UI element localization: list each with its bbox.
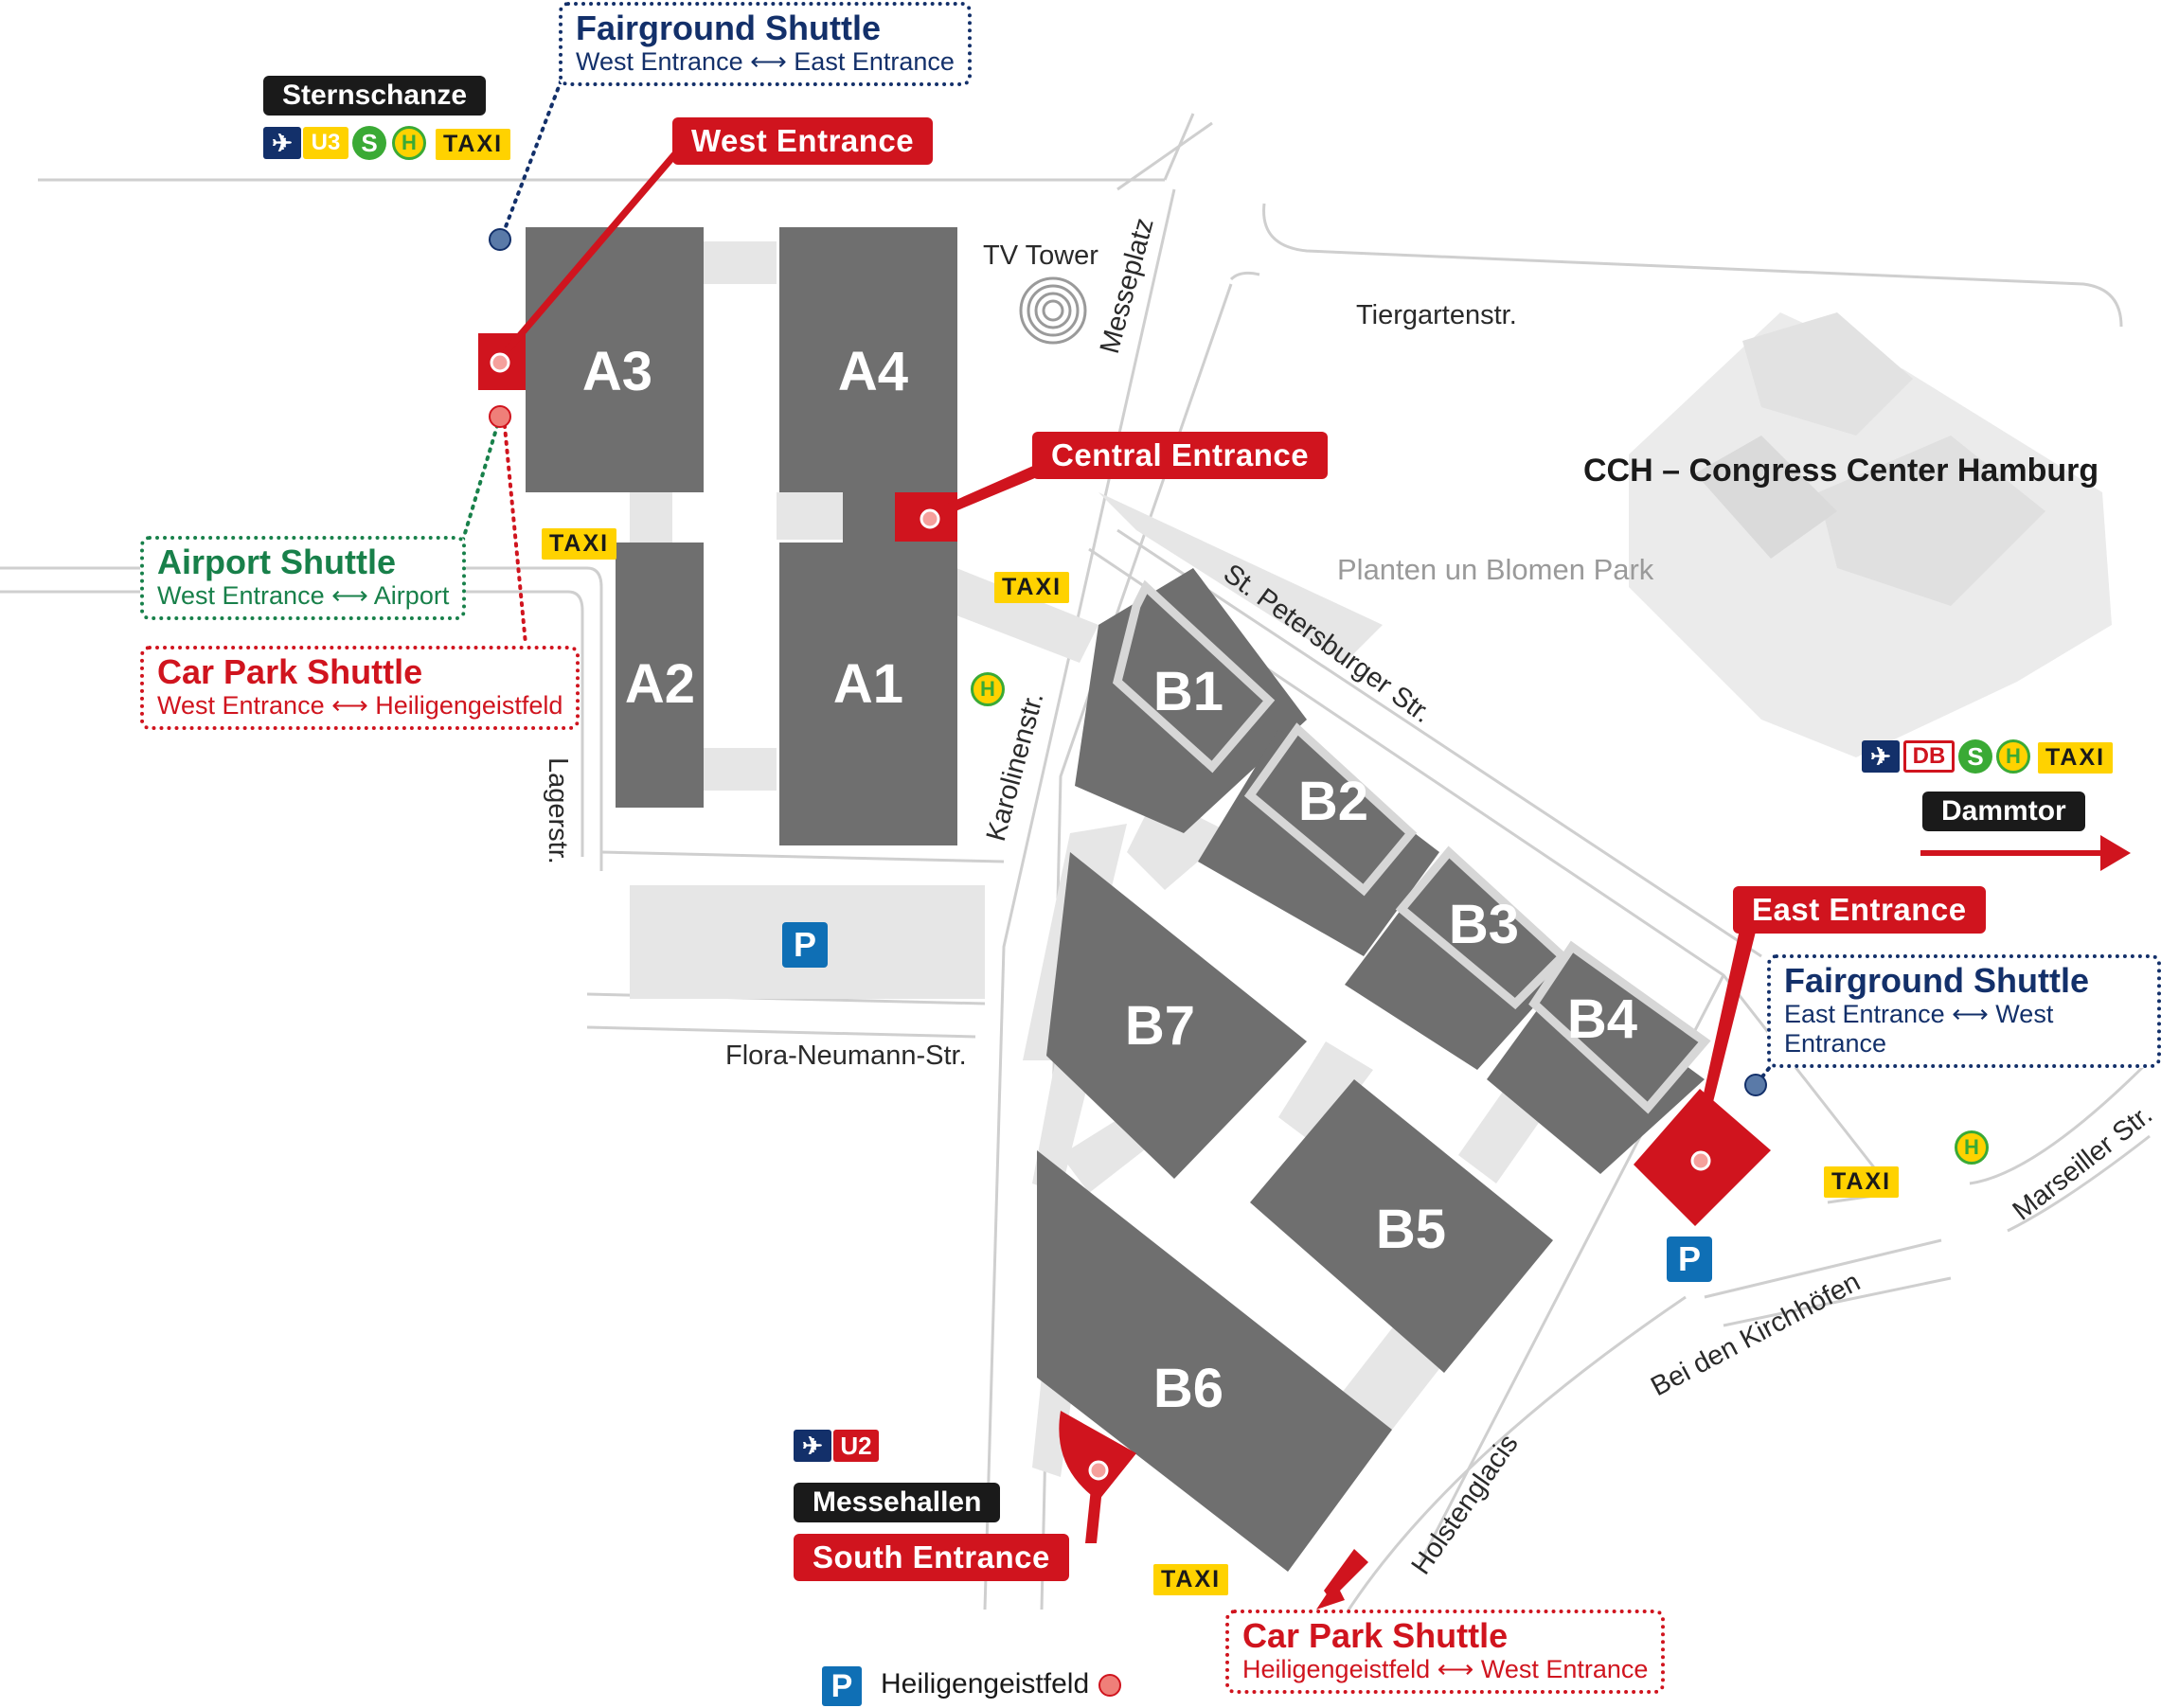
hall-b5[interactable]	[1250, 1079, 1553, 1373]
fairground-shuttle-stop-east[interactable]	[1744, 1074, 1767, 1096]
street-messeplatz: Messeplatz	[1095, 215, 1160, 357]
dammtor-arrow	[1920, 835, 2131, 871]
hall-b7-label: B7	[1125, 995, 1195, 1057]
cch-building	[1629, 312, 2112, 757]
shuttle-route: West Entrance ⟷ Airport	[157, 581, 450, 610]
hall-b2-label: B2	[1298, 771, 1368, 832]
shuttle-title: Airport Shuttle	[157, 543, 396, 581]
u2-icon: U2	[833, 1430, 879, 1462]
hall-b7[interactable]	[1046, 852, 1307, 1179]
taxi-stand-central: TAXI	[994, 572, 1070, 603]
street-lager: Lagerstr.	[543, 757, 573, 864]
taxi-icon: TAXI	[2038, 742, 2114, 774]
hall-a3-label: A3	[582, 341, 652, 402]
east-entrance-callout[interactable]: East Entrance	[1733, 886, 1986, 934]
shuttle-route: East Entrance ⟷ West Entrance	[1784, 1000, 2054, 1058]
street-marseiller: Marseiller Str.	[2008, 1099, 2158, 1226]
west-entrance-dot	[490, 352, 510, 373]
hall-a4[interactable]	[779, 227, 957, 492]
carpark-shuttle-box-south[interactable]: Car Park Shuttle Heiligengeistfeld ⟷ Wes…	[1225, 1610, 1666, 1694]
hall-a2-label: A2	[625, 653, 695, 715]
tv-tower	[1019, 276, 1087, 345]
street-holstenglacis: Holstenglacis	[1406, 1429, 1525, 1580]
airport-plane-icon: ✈	[794, 1430, 831, 1462]
airport-plane-icon: ✈	[263, 127, 301, 159]
fairground-shuttle-box-top[interactable]: Fairground Shuttle West Entrance ⟷ East …	[559, 2, 972, 86]
bus-stop-icon: H	[392, 126, 426, 160]
carpark-shuttle-stop-south[interactable]	[1098, 1674, 1121, 1697]
taxi-stand-east: TAXI	[1824, 1166, 1900, 1198]
sbahn-icon: S	[1958, 739, 1992, 774]
parking-icon[interactable]: P	[1667, 1237, 1712, 1282]
hall-b1[interactable]	[1112, 579, 1276, 774]
east-entrance-dot	[1690, 1150, 1711, 1171]
hall-a3[interactable]	[526, 227, 704, 492]
fairground-shuttle-box-east[interactable]: Fairground Shuttle East Entrance ⟷ West …	[1767, 954, 2161, 1068]
shuttle-title: Fairground Shuttle	[1784, 961, 2089, 1000]
bus-stop-marseiller: H	[1955, 1130, 1989, 1165]
shuttle-title: Fairground Shuttle	[576, 9, 881, 47]
hall-b4-block	[1487, 975, 1705, 1174]
station-dammtor[interactable]: Dammtor	[1922, 792, 2085, 831]
hall-labels: A3 A4 A2 A1 B1 B2 B3 B4 B7 B5 B6	[582, 341, 1637, 1419]
taxi-stand-south: TAXI	[1153, 1564, 1229, 1595]
south-entrance-marker[interactable]	[1059, 1411, 1136, 1501]
street-flora: Flora-Neumann-Str.	[725, 1041, 967, 1071]
airport-plane-icon: ✈	[1862, 740, 1900, 773]
station-messehallen[interactable]: Messehallen	[794, 1483, 1001, 1522]
planten-label: Planten un Blomen Park	[1337, 553, 1654, 586]
parking-heiligengeistfeld-icon[interactable]: P	[822, 1666, 862, 1706]
hall-a2[interactable]	[616, 543, 704, 808]
street-kirchhoefen: Bei den Kirchhöfen	[1646, 1267, 1865, 1402]
street-tiergarten: Tiergartenstr.	[1356, 300, 1517, 330]
fairground-shuttle-stop-west[interactable]	[489, 228, 511, 251]
carpark-shuttle-stop-west[interactable]	[489, 405, 511, 428]
bus-stop-karolinenstr: H	[971, 672, 1005, 706]
bus-stop-icon: H	[1996, 739, 2030, 774]
hall-b3-label: B3	[1449, 894, 1519, 955]
stop-dots	[489, 228, 1767, 1697]
west-entrance-callout[interactable]: West Entrance	[672, 117, 934, 165]
halls-b	[1037, 568, 1711, 1572]
hall-b6[interactable]	[1037, 1150, 1392, 1572]
carpark-shuttle-box-west[interactable]: Car Park Shuttle West Entrance ⟷ Heilige…	[140, 646, 580, 730]
central-entrance-callout[interactable]: Central Entrance	[1032, 432, 1329, 479]
street-karolinen: Karolinenstr.	[981, 689, 1050, 845]
shuttle-route: Heiligengeistfeld ⟷ West Entrance	[1242, 1655, 1649, 1683]
cch-label: CCH – Congress Center Hamburg	[1583, 453, 2099, 489]
shuttle-route: West Entrance ⟷ East Entrance	[576, 47, 955, 76]
sbahn-icon: S	[352, 126, 386, 160]
shuttle-route: West Entrance ⟷ Heiligengeistfeld	[157, 691, 563, 720]
hall-b4[interactable]	[1528, 940, 1711, 1114]
central-entrance-dot	[920, 508, 940, 529]
hall-b3-block	[1345, 871, 1563, 1070]
hall-b4-label: B4	[1567, 988, 1637, 1050]
hall-b6-label: B6	[1153, 1358, 1223, 1419]
shuttle-title: Car Park Shuttle	[157, 652, 423, 691]
shuttle-title: Car Park Shuttle	[1242, 1616, 1509, 1655]
south-entrance-callout[interactable]: South Entrance	[794, 1534, 1069, 1581]
taxi-stand-west: TAXI	[542, 528, 617, 560]
heiligengeistfeld-label: Heiligengeistfeld	[881, 1668, 1090, 1699]
hall-b2[interactable]	[1243, 722, 1418, 897]
station-sternschanze[interactable]: Sternschanze	[263, 76, 487, 116]
hall-a4-label: A4	[838, 341, 908, 402]
hall-b1-label: B1	[1153, 661, 1223, 722]
parking-icon[interactable]: P	[782, 922, 828, 968]
callout-leaders	[496, 150, 1759, 1610]
taxi-icon: TAXI	[436, 129, 511, 160]
tv-tower-label: TV Tower	[983, 240, 1098, 271]
hall-b5-label: B5	[1376, 1199, 1446, 1260]
db-icon: DB	[1903, 740, 1955, 773]
hall-a1-label: A1	[833, 653, 903, 715]
u3-icon: U3	[303, 127, 348, 159]
hall-a1[interactable]	[779, 543, 957, 845]
south-entrance-dot	[1088, 1460, 1109, 1481]
airport-shuttle-box[interactable]: Airport Shuttle West Entrance ⟷ Airport	[140, 536, 467, 620]
